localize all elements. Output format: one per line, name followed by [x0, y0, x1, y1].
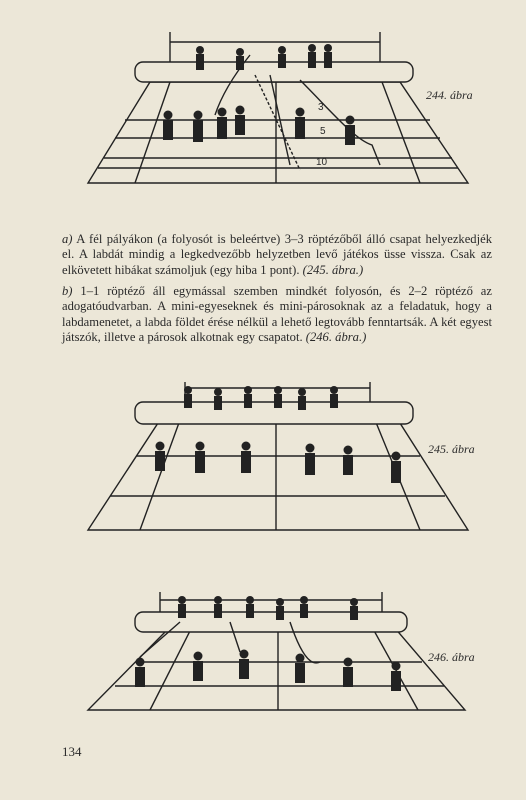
figure-reference: (246. ábra.): [305, 330, 367, 345]
court-number-5: 5: [320, 126, 326, 137]
paragraph-b: b) 1–1 röptéző áll egymással szemben min…: [62, 284, 492, 346]
figure-caption: 244. ábra: [426, 88, 473, 102]
court-number-3: 3: [318, 102, 324, 113]
court-number-10: 10: [316, 157, 328, 168]
figure-246: 246. ábra: [0, 582, 526, 732]
paragraph-label: b): [62, 284, 73, 298]
page-number: 134: [62, 744, 82, 759]
figure-caption: 246. ábra: [428, 650, 475, 664]
court-diagram-244: [86, 32, 470, 184]
paragraph-text: 1–1 röptéző áll egymással szemben mindké…: [62, 284, 492, 345]
paragraph-a: a) A fél pályákon (a folyosót is beleért…: [62, 232, 492, 278]
figure-caption: 245. ábra: [428, 442, 475, 456]
figure-245: 245. ábra: [0, 368, 526, 540]
paragraph-text: A fél pályákon (a folyosót is beleértve)…: [62, 232, 492, 277]
court-diagram-245: [86, 382, 470, 531]
figure-reference: (245. ábra.): [302, 262, 364, 277]
paragraph-label: a): [62, 232, 73, 246]
figure-244: 3 5 10 244. ábra: [0, 20, 526, 200]
court-diagram-246: [86, 592, 467, 711]
